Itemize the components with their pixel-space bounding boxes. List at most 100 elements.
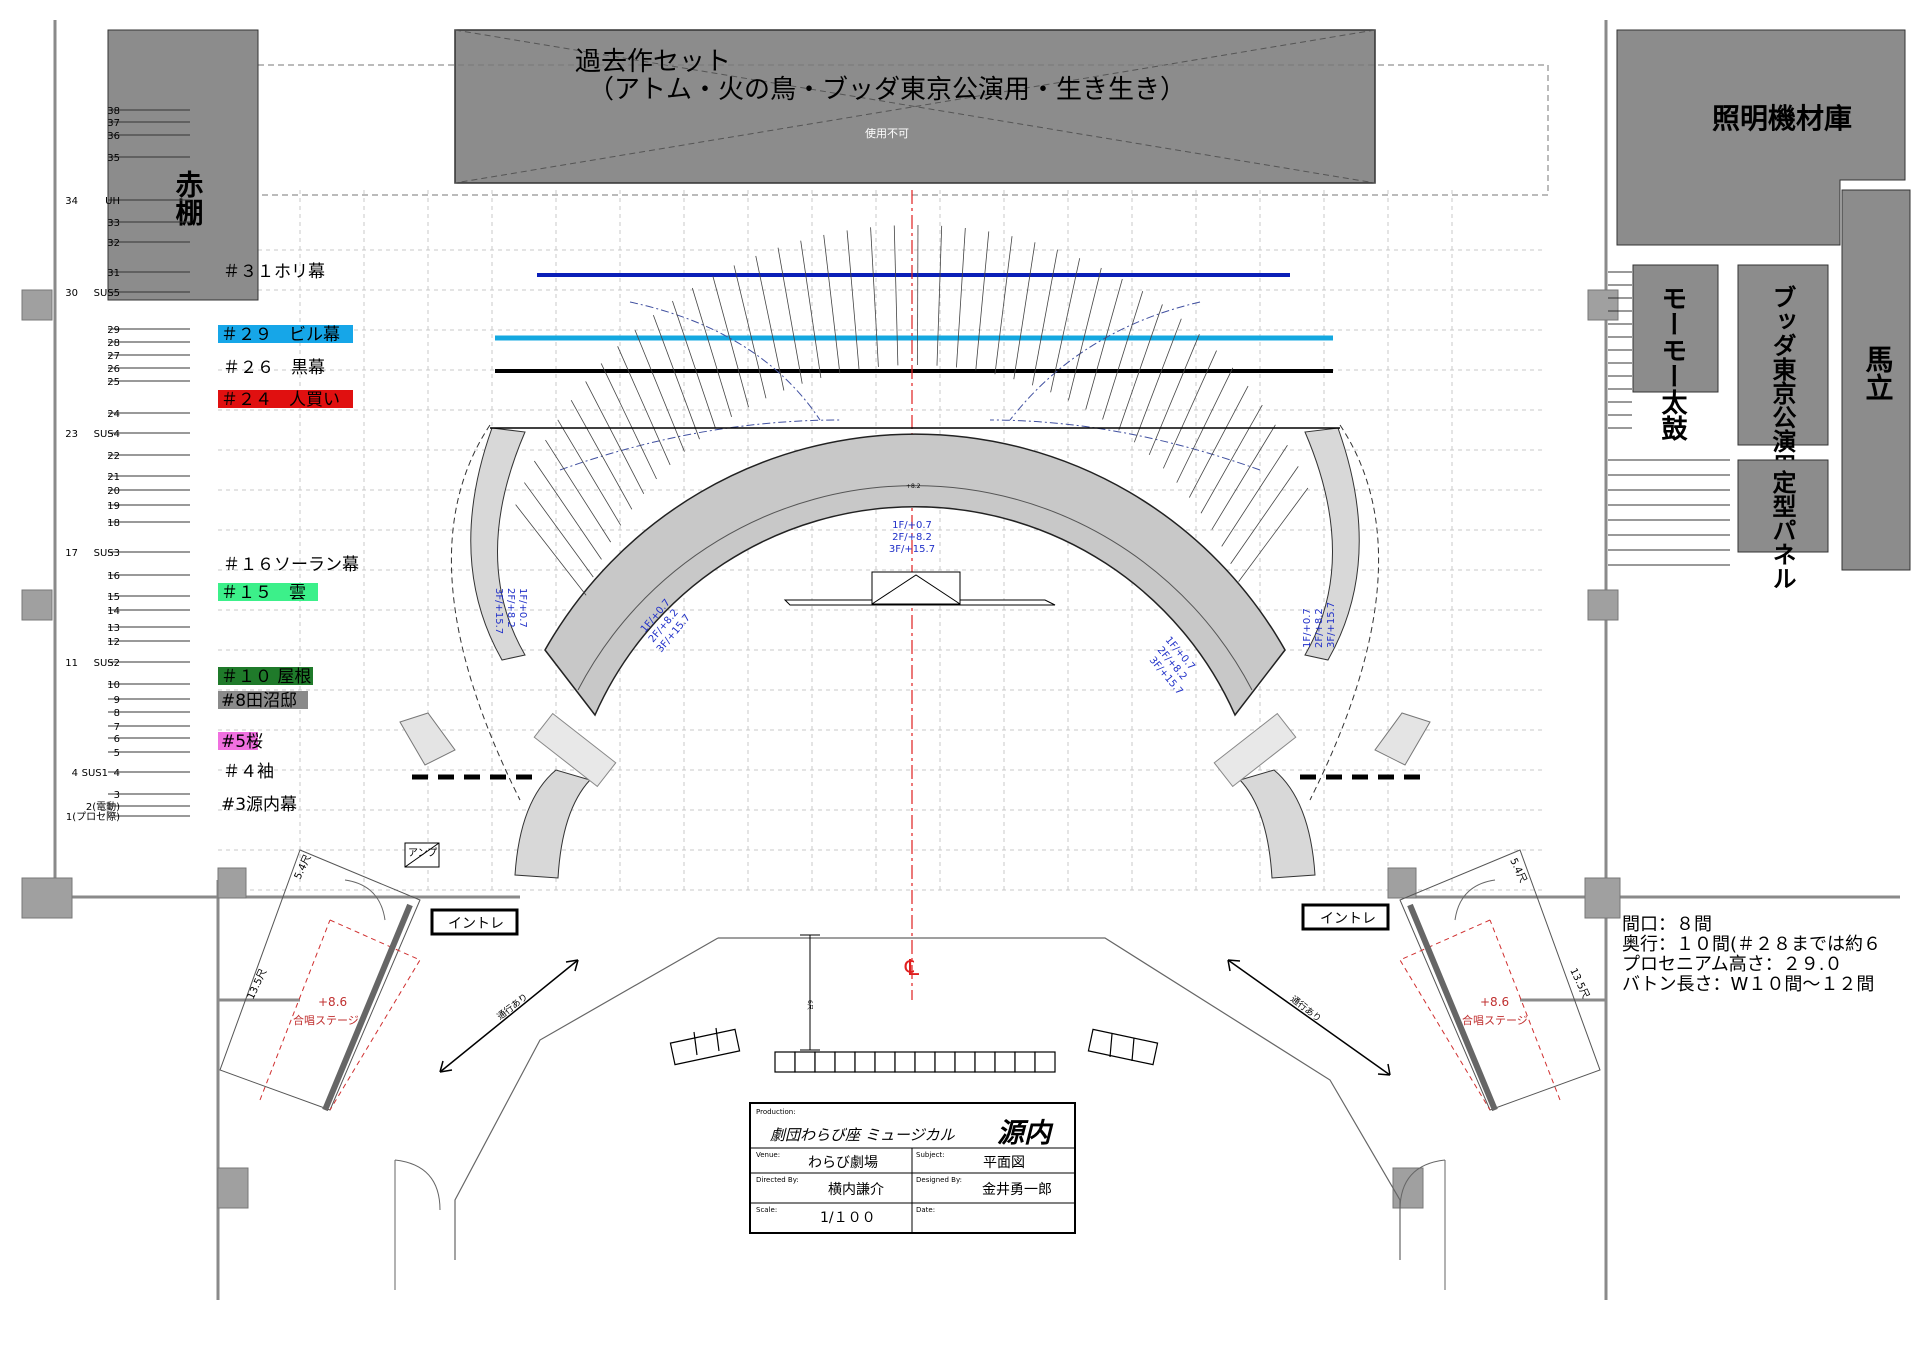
center-mark: ℄ — [902, 956, 922, 981]
svg-text:Designed By:: Designed By: — [916, 1176, 962, 1184]
batten-number: 36 — [107, 131, 120, 142]
wall-pillars — [21, 289, 1621, 1209]
hanging-lines — [412, 273, 1425, 780]
svg-text:5.4尺: 5.4尺 — [292, 853, 314, 882]
svg-text:イントレ: イントレ — [1320, 911, 1376, 927]
outer-dashed-arc — [450, 424, 521, 801]
batten-number: 19 — [107, 501, 120, 512]
svg-text:1/１００: 1/１００ — [820, 1210, 876, 1226]
svg-text:Production:: Production: — [756, 1108, 796, 1116]
svg-text:6尺: 6尺 — [806, 1000, 813, 1010]
door-arcs — [344, 879, 1496, 1290]
batten-number: SUS5 — [94, 288, 120, 299]
batten-number: 15 — [107, 592, 120, 603]
svg-text:1F/+0.7: 1F/+0.7 — [892, 520, 932, 531]
svg-text:3F/+15.7: 3F/+15.7 — [889, 544, 935, 555]
svg-text:3F/+15.7: 3F/+15.7 — [1326, 602, 1337, 648]
batten-number: 22 — [107, 451, 120, 462]
drop-label-bg — [218, 390, 353, 408]
drop-label-bg — [218, 583, 318, 601]
svg-text:13.5尺: 13.5尺 — [245, 967, 270, 1001]
amp-box: アンプ — [404, 842, 440, 868]
title-block: Production: 劇団わらび座 ミュージカル 源内 Venue: わらび劇… — [749, 1102, 1076, 1234]
storage-title-line1: 過去作セット — [575, 47, 731, 77]
storage-set-block: 過去作セット （アトム・火の鳥・ブッダ東京公演用・生き生き） 使用不可 — [217, 29, 1549, 196]
drop-label: ＃１０ 屋根 — [221, 667, 311, 687]
svg-text:金井勇一郎: 金井勇一郎 — [982, 1182, 1052, 1198]
batten-number: 3 — [114, 790, 120, 801]
storage-title-line2: （アトム・火の鳥・ブッダ東京公演用・生き生き） — [588, 75, 1186, 105]
batten-number: SUS3 — [94, 548, 120, 559]
drop-label: ＃１５ 雲 — [221, 583, 306, 603]
side-number: 23 — [65, 429, 78, 440]
center-levels: 1F/+0.7 2F/+8.2 3F/+15.7 — [889, 520, 935, 555]
drop-label: #8田沼邸 — [221, 691, 297, 711]
batten-number: 21 — [107, 472, 120, 483]
batten-number: 31 — [107, 268, 120, 279]
side-number: 17 — [65, 548, 78, 559]
batten-number: 20 — [107, 486, 120, 497]
drop-label: #3源内幕 — [221, 795, 297, 815]
batten-number: 6 — [114, 734, 120, 745]
svg-text:1F/+0.7: 1F/+0.7 — [517, 588, 528, 628]
svg-text:劇団わらび座 ミュージカル: 劇団わらび座 ミュージカル — [770, 1126, 955, 1144]
choir-stage-right: +8.6 合唱ステージ 5.4尺 13.5尺 — [1399, 849, 1601, 1112]
right-levels: 1F/+0.7 2F/+8.2 3F/+15.7 1F/+0.7 2F/+8.2… — [1147, 602, 1337, 697]
batten-number: SUS1 — [82, 768, 108, 779]
drop-label-bg — [218, 691, 308, 709]
batten-number: 18 — [107, 518, 120, 529]
svg-text:アンプ: アンプ — [408, 847, 437, 859]
batten-number: 26 — [107, 364, 120, 375]
akadana-label: 赤棚 — [172, 170, 205, 226]
svg-text:+8.6: +8.6 — [1480, 995, 1509, 1009]
svg-text:イントレ: イントレ — [448, 916, 504, 932]
svg-text:バトン長さ：W１０間～１２間: バトン長さ：W１０間～１２間 — [1622, 974, 1874, 995]
batten-number: 29 — [107, 325, 120, 336]
batten-number: 27 — [107, 351, 120, 362]
side-number: 11 — [65, 658, 78, 669]
svg-text:Directed By:: Directed By: — [756, 1176, 799, 1184]
batten-number: 28 — [107, 338, 120, 349]
batten-number: 24 — [107, 409, 120, 420]
batten-number: SUS4 — [94, 429, 120, 440]
lighting-storage: 照明機材庫 — [1616, 29, 1906, 246]
choir-stage-left: +8.6 合唱ステージ 5.4尺 13.5尺 — [219, 849, 421, 1112]
batten-number: SUS2 — [94, 658, 120, 669]
drop-label: ＃２９ ビル幕 — [221, 325, 340, 345]
batten-number: 9 — [114, 695, 120, 706]
batten-number: 1(プロセ際) — [66, 811, 120, 823]
svg-text:奥行：１０間(＃２８までは約６: 奥行：１０間(＃２８までは約６ — [1622, 934, 1881, 955]
svg-text:平面図: 平面図 — [983, 1155, 1025, 1171]
svg-text:間口：８間: 間口：８間 — [1622, 914, 1712, 935]
svg-text:1F/+0.7: 1F/+0.7 — [1302, 608, 1313, 648]
side-number: 34 — [65, 196, 78, 207]
svg-text:5.4尺: 5.4尺 — [1507, 856, 1529, 885]
intore-right: イントレ — [1301, 903, 1390, 931]
side-number: 4 — [72, 768, 78, 779]
svg-text:Scale:: Scale: — [756, 1206, 777, 1214]
svg-text:+8.6: +8.6 — [318, 995, 347, 1009]
drop-label: ＃２６ 黒幕 — [223, 358, 325, 378]
arc-top-value: +8.2 — [906, 483, 921, 490]
passage-right: 通行あり — [1288, 993, 1324, 1025]
drop-label: ＃１６ソーラン幕 — [223, 555, 359, 575]
svg-text:Date:: Date: — [916, 1206, 935, 1214]
batten-number: 16 — [107, 571, 120, 582]
svg-text:Venue:: Venue: — [756, 1151, 780, 1159]
batten-list: 38373635UH333231SUS5292827262524SUS42221… — [66, 106, 190, 823]
drop-list: ＃３１ホリ幕＃２９ ビル幕＃２６ 黒幕＃２４ 人買い＃１６ソーラン幕＃１５ 雲＃… — [218, 262, 359, 815]
svg-text:照明機材庫: 照明機材庫 — [1712, 102, 1852, 135]
drop-label-bg — [218, 325, 353, 343]
svg-text:Subject:: Subject: — [916, 1151, 945, 1159]
drop-label-bg — [218, 732, 258, 750]
svg-text:プロセニアム高さ：２９.０: プロセニアム高さ：２９.０ — [1622, 954, 1842, 975]
svg-text:2F/+8.2: 2F/+8.2 — [505, 588, 516, 628]
theater-walls — [22, 20, 1900, 1300]
side-step-wedges — [399, 712, 1431, 788]
akadana-block: 赤棚 — [107, 29, 259, 301]
passage-left: 通行あり — [494, 991, 530, 1023]
left-levels: 1F/+0.7 2F/+8.2 3F/+15.7 1F/+0.7 2F/+8.2… — [493, 588, 693, 655]
intore-left: イントレ — [430, 908, 519, 936]
